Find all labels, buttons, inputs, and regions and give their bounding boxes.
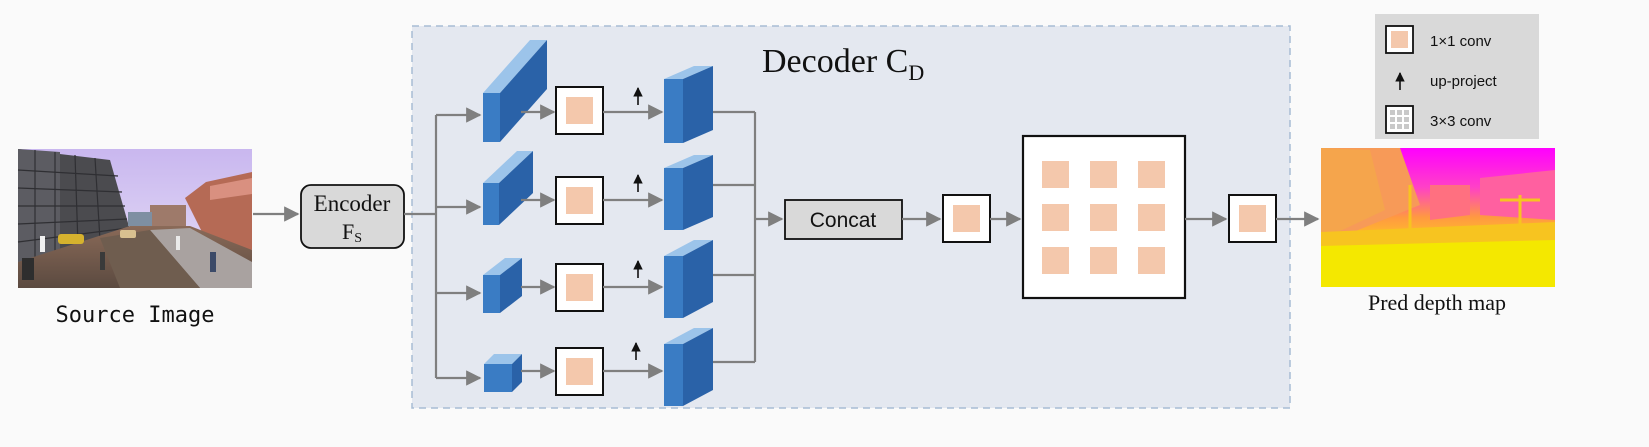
encoder-box xyxy=(300,184,405,249)
encoder-sub: FS xyxy=(342,219,362,246)
conv1x1-branch-3 xyxy=(555,263,604,312)
feature-block-1 xyxy=(483,40,547,142)
upproject-block-1 xyxy=(664,66,713,143)
legend-label-3: 3×3 conv xyxy=(1430,113,1492,130)
legend-label-2: up-project xyxy=(1430,73,1498,90)
concat-label: Concat xyxy=(810,209,877,232)
conv1x1-icon xyxy=(1385,25,1414,54)
decoder-title: Decoder CD xyxy=(762,43,924,85)
conv1x1-branch-4 xyxy=(555,347,604,396)
conv1x1-branch-1 xyxy=(555,86,604,135)
conv1x1-after-concat xyxy=(942,194,991,243)
legend: 1×1 conv up-project 3×3 conv xyxy=(1375,14,1539,139)
source-caption: Source Image xyxy=(56,303,215,328)
feature-block-4 xyxy=(484,354,522,392)
conv1x1-final xyxy=(1228,194,1277,243)
upproject-block-4 xyxy=(664,328,713,406)
conv3x3-block xyxy=(1021,134,1187,300)
pred-depth-map xyxy=(1321,148,1555,287)
conv1x1-branch-2 xyxy=(555,176,604,225)
source-image xyxy=(17,149,252,288)
upproject-block-2 xyxy=(664,155,713,230)
conv3x3-icon xyxy=(1385,105,1414,134)
feature-block-2 xyxy=(483,151,533,225)
encoder-label: Encoder xyxy=(314,191,391,216)
upproject-block-3 xyxy=(664,240,713,318)
output-caption: Pred depth map xyxy=(1368,290,1506,315)
feature-block-3 xyxy=(483,258,522,313)
legend-label-1: 1×1 conv xyxy=(1430,33,1492,50)
